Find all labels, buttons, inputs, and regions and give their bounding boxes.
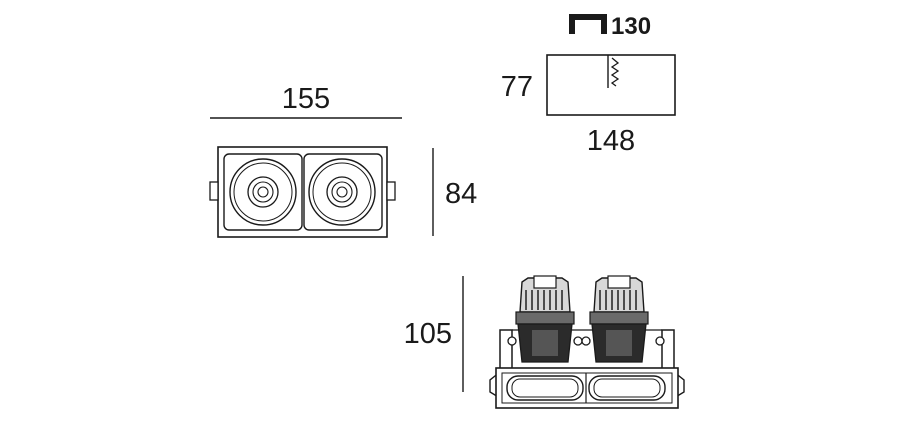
right-aperture-inner: [593, 378, 661, 398]
right-pivot-screw-2: [655, 336, 665, 346]
left-pivot-screw: [507, 336, 517, 346]
right-led-icon: [336, 186, 348, 198]
left-projector: [507, 275, 583, 363]
spring-icon: [610, 57, 620, 87]
left-heatsink-fins: [525, 290, 563, 310]
right-reflector-outer: [308, 158, 376, 226]
right-lens-outer: [326, 176, 358, 208]
right-pivot-screw: [581, 336, 591, 346]
side-view-housing: [546, 54, 676, 116]
perspective-depth-label: 105: [404, 318, 452, 350]
right-heatsink-fins: [599, 290, 637, 310]
side-view-height-label: 77: [501, 71, 533, 103]
right-reflector-mid: [312, 162, 372, 222]
left-collar: [515, 311, 575, 325]
left-reflector-outer: [229, 158, 297, 226]
left-clip: [209, 181, 219, 201]
right-body-highlight: [606, 330, 632, 356]
frame-box: [499, 329, 675, 370]
right-spring-clip: [673, 371, 685, 399]
front-view-width-label: 155: [282, 83, 330, 115]
left-aperture: [506, 375, 584, 401]
right-module: [303, 153, 383, 231]
right-aperture: [588, 375, 666, 401]
side-view: 77 148: [501, 54, 676, 157]
left-reflector-mid: [233, 162, 293, 222]
left-pivot-screw-2: [573, 336, 583, 346]
left-led-icon: [257, 186, 269, 198]
cutout-indicator: 130: [569, 13, 651, 40]
left-body-highlight: [532, 330, 558, 356]
right-projector: [581, 275, 665, 363]
right-heatsink-top: [607, 275, 631, 289]
perspective-view: 105: [404, 275, 685, 409]
left-spring-clip: [489, 371, 501, 399]
left-heatsink-top: [533, 275, 557, 289]
left-lens-outer: [247, 176, 279, 208]
side-view-length-label: 148: [587, 125, 635, 157]
cutout-value: 130: [611, 13, 651, 40]
front-view-height-label: 84: [445, 178, 477, 210]
right-lens-mid: [331, 181, 353, 203]
right-collar: [589, 311, 649, 325]
left-module: [223, 153, 303, 231]
front-view: 155 84: [209, 83, 477, 238]
left-lens-mid: [252, 181, 274, 203]
trim-plate-inner: [501, 372, 673, 404]
right-clip: [386, 181, 396, 201]
left-aperture-inner: [511, 378, 579, 398]
cutout-icon: [569, 14, 607, 34]
